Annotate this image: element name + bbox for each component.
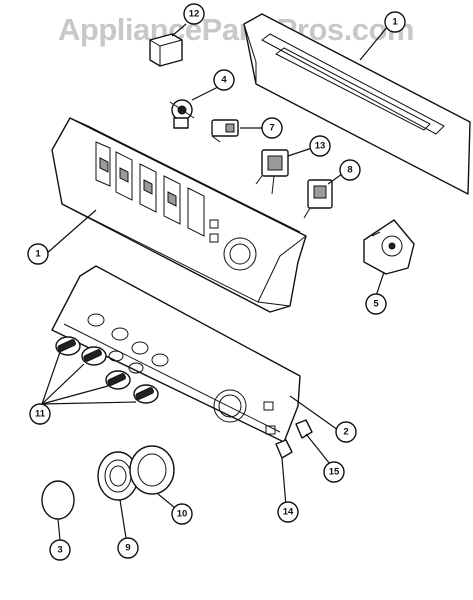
part-4-switch (169, 99, 195, 129)
svg-text:12: 12 (189, 9, 200, 20)
callout-2: 2 (335, 421, 357, 443)
callout-10: 10 (171, 503, 193, 525)
callout-12: 12 (183, 3, 205, 25)
svg-text:4: 4 (221, 75, 227, 86)
callout-1-top: 1 (384, 11, 406, 33)
callout-14: 14 (277, 501, 299, 523)
svg-text:1: 1 (392, 17, 398, 28)
watermark-text: AppliancePartsPros.com (58, 12, 414, 47)
callout-9: 9 (117, 537, 139, 559)
callout-13: 13 (309, 135, 331, 157)
part-7-switch (211, 119, 239, 143)
callout-11: 11 (29, 403, 51, 425)
part-back-panel (243, 13, 471, 195)
callout-8: 8 (339, 159, 361, 181)
svg-text:15: 15 (329, 467, 340, 478)
svg-text:11: 11 (35, 409, 46, 420)
callout-5: 5 (365, 293, 387, 315)
svg-text:13: 13 (315, 141, 326, 152)
svg-text:5: 5 (373, 299, 379, 310)
callout-7: 7 (261, 117, 283, 139)
part-14-button (275, 439, 293, 459)
svg-text:8: 8 (347, 165, 352, 176)
part-10-bezel (129, 445, 175, 495)
svg-text:1: 1 (35, 249, 41, 260)
callout-3: 3 (49, 539, 71, 561)
part-5-timer (363, 219, 415, 275)
part-9-ring (97, 451, 139, 501)
part-15-button (295, 419, 313, 439)
svg-text:3: 3 (57, 545, 62, 556)
callout-1: 1 (27, 243, 49, 265)
callout-4: 4 (213, 69, 235, 91)
svg-text:9: 9 (125, 543, 130, 554)
svg-text:2: 2 (343, 427, 348, 438)
part-1-console (51, 117, 307, 313)
svg-text:10: 10 (177, 509, 188, 520)
svg-text:7: 7 (269, 123, 274, 134)
part-13-switch (255, 149, 289, 195)
part-3-cap (41, 480, 75, 520)
svg-text:14: 14 (283, 507, 294, 518)
part-12-module (149, 33, 183, 67)
part-8-switch (303, 179, 333, 219)
callout-15: 15 (323, 461, 345, 483)
part-11-knobs (55, 336, 159, 404)
part-2-panel (51, 265, 301, 443)
